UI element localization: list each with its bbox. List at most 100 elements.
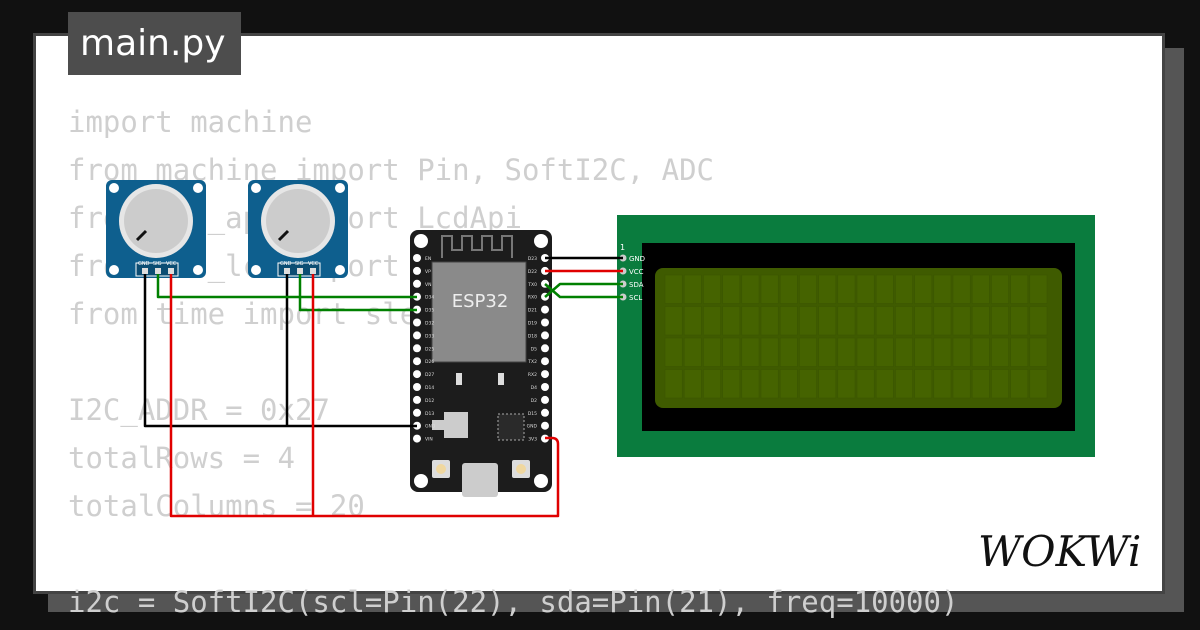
lcd-char-cell bbox=[971, 274, 990, 304]
lcd-char-cell bbox=[683, 369, 702, 399]
esp32-pin-d4[interactable] bbox=[541, 383, 549, 391]
lcd-char-cell bbox=[1010, 306, 1029, 336]
wire-pot2-signal[interactable] bbox=[298, 274, 417, 312]
esp32-pin-d15[interactable] bbox=[541, 408, 549, 417]
lcd-char-cell bbox=[991, 306, 1009, 336]
lcd-char-cell bbox=[933, 337, 952, 367]
lcd-char-cell bbox=[991, 337, 1009, 367]
pot2-mount-hole bbox=[251, 265, 261, 275]
lcd-char-cell bbox=[818, 306, 837, 336]
esp32-pin-d33[interactable] bbox=[413, 331, 421, 340]
lcd-char-cell bbox=[779, 369, 798, 399]
lcd-char-cell bbox=[760, 274, 779, 304]
lcd-char-cell bbox=[895, 337, 913, 367]
lcd-char-cell bbox=[741, 306, 760, 336]
esp32-pin-label: VIN bbox=[425, 437, 433, 443]
lcd-char-cell bbox=[1010, 274, 1029, 304]
lcd-char-cell bbox=[837, 369, 856, 399]
pot2-knob[interactable] bbox=[266, 189, 330, 253]
pot2-pin[interactable] bbox=[297, 268, 303, 274]
esp32-pin-tx2[interactable] bbox=[541, 357, 549, 366]
lcd-char-cell bbox=[952, 274, 971, 304]
esp32-pin-vn[interactable] bbox=[413, 279, 421, 288]
lcd-char-cell bbox=[895, 274, 913, 304]
wokwi-logo-text: WOKWi bbox=[978, 527, 1141, 576]
esp32-antenna bbox=[441, 235, 513, 258]
potentiometer-1[interactable]: GND SIG VCC bbox=[106, 180, 206, 278]
lcd-char-cell bbox=[856, 337, 875, 367]
esp32-pin-label: D32 bbox=[425, 321, 434, 327]
pot1-pin[interactable] bbox=[168, 268, 174, 274]
esp32-pin-d14[interactable] bbox=[413, 383, 421, 391]
pot2-knob-indicator bbox=[277, 229, 290, 242]
esp32-pin-label: D14 bbox=[425, 385, 434, 391]
wire-pot1-vcc[interactable] bbox=[169, 274, 560, 518]
esp32-pin-label: D2 bbox=[531, 398, 537, 404]
pot2-mount-hole bbox=[335, 265, 345, 275]
lcd-char-cell bbox=[971, 306, 990, 336]
pot1-knob[interactable] bbox=[124, 189, 188, 253]
lcd-char-cell bbox=[875, 274, 894, 304]
lcd-char-cell bbox=[683, 306, 702, 336]
esp32-pin-d26[interactable] bbox=[413, 357, 421, 366]
pot2-pin[interactable] bbox=[310, 268, 316, 274]
esp32-pin-label: EN bbox=[425, 256, 431, 262]
esp32-pin-d2[interactable] bbox=[541, 395, 549, 404]
esp32-regulator-tab bbox=[432, 420, 444, 430]
filename-tab[interactable]: main.py bbox=[68, 12, 241, 75]
pot1-pin[interactable] bbox=[142, 268, 148, 274]
wire-lcd-scl[interactable] bbox=[544, 283, 623, 299]
esp32-pin-label: D15 bbox=[528, 411, 537, 417]
lcd-char-cell bbox=[760, 369, 779, 399]
esp32-pin-d25[interactable] bbox=[413, 344, 421, 353]
wokwi-logo[interactable]: WOKWi bbox=[976, 524, 1156, 580]
esp32-pin-label: D27 bbox=[425, 372, 434, 378]
pot2-pin-label: SIG bbox=[295, 261, 304, 267]
esp32-pin-en[interactable] bbox=[413, 254, 421, 262]
esp32-usb-chip bbox=[497, 413, 525, 441]
potentiometer-2[interactable]: GND SIG VCC bbox=[248, 180, 348, 278]
code-line: from machine import Pin, SoftI2C, ADC bbox=[68, 153, 715, 187]
esp32-regulator bbox=[444, 412, 468, 438]
usb-port[interactable] bbox=[462, 463, 498, 497]
lcd-char-cell bbox=[722, 337, 741, 367]
esp32-pin-d13[interactable] bbox=[413, 408, 421, 417]
esp32-mount-hole bbox=[414, 474, 428, 488]
lcd-char-cell bbox=[722, 274, 741, 304]
esp32-pin-rx2[interactable] bbox=[541, 370, 549, 379]
lcd-char-cell bbox=[856, 274, 875, 304]
esp32-pin-label: D4 bbox=[531, 385, 537, 391]
esp32-pin-gnd[interactable] bbox=[541, 421, 549, 430]
code-line: from time import sleep bbox=[68, 297, 453, 331]
lcd-char-cell bbox=[971, 369, 990, 399]
esp32-pin-d32[interactable] bbox=[413, 318, 421, 327]
code-line: totalColumns = 20 bbox=[68, 489, 365, 523]
wire-pot1-gnd[interactable] bbox=[143, 274, 417, 428]
esp32-pin-d27[interactable] bbox=[413, 370, 421, 379]
pot1-mount-hole bbox=[193, 183, 203, 193]
esp32-pin-d5[interactable] bbox=[541, 344, 549, 353]
lcd-char-cell bbox=[991, 369, 1009, 399]
wire-pot1-signal[interactable] bbox=[156, 274, 417, 299]
lcd-pin-label: VCC bbox=[629, 268, 644, 276]
wire-lcd-sda[interactable] bbox=[544, 282, 623, 298]
esp32-led bbox=[498, 373, 504, 385]
esp32-pin-d21[interactable] bbox=[541, 305, 549, 314]
esp32-pin-d19[interactable] bbox=[541, 318, 549, 327]
lcd-char-cell bbox=[799, 306, 817, 336]
esp32-pin-vin[interactable] bbox=[413, 434, 421, 443]
esp32-pin-d12[interactable] bbox=[413, 395, 421, 404]
esp32-board[interactable]: ESP32 ENVPVND34D35D32D33D25D26D27D14D12D… bbox=[410, 230, 552, 497]
esp32-pin-label: D13 bbox=[425, 411, 434, 417]
esp32-pin-d18[interactable] bbox=[541, 331, 549, 340]
lcd-char-cell bbox=[933, 274, 952, 304]
lcd-char-cell bbox=[875, 369, 894, 399]
code-line: totalRows = 4 bbox=[68, 441, 295, 475]
pot1-pin[interactable] bbox=[155, 268, 161, 274]
pot2-pin[interactable] bbox=[284, 268, 290, 274]
boot-button-cap bbox=[436, 464, 446, 474]
esp32-pin-vp[interactable] bbox=[413, 266, 421, 275]
lcd-character-grid bbox=[664, 274, 1048, 399]
pot2-mount-hole bbox=[335, 183, 345, 193]
